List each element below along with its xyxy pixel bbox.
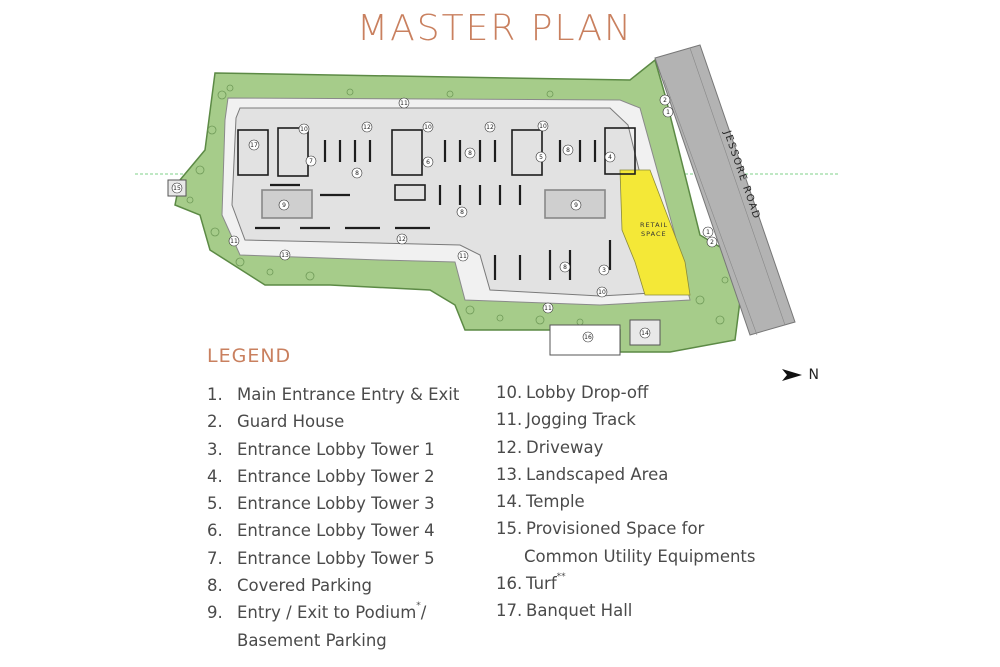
marker: 10 [422, 121, 434, 133]
legend-item: 8.Covered Parking [207, 576, 372, 596]
svg-text:12: 12 [363, 124, 371, 131]
page-title: MASTER PLAN [357, 8, 633, 49]
marker: 4 [604, 151, 616, 163]
svg-text:11: 11 [230, 238, 238, 245]
marker: 13 [279, 249, 291, 261]
marker: 16 [582, 331, 594, 343]
svg-text:11: 11 [400, 100, 408, 107]
marker: 9 [278, 199, 290, 211]
legend-item: 5.Entrance Lobby Tower 3 [207, 494, 435, 514]
retail-label: RETAIL [640, 221, 668, 229]
marker: 3 [598, 264, 610, 276]
legend-item: 13.Landscaped Area [496, 464, 669, 484]
marker: 11 [457, 250, 469, 262]
north-label: N [808, 367, 819, 383]
marker: 10 [596, 286, 608, 298]
legend-item: 4.Entrance Lobby Tower 2 [207, 466, 435, 486]
svg-text:5: 5 [539, 154, 543, 161]
svg-text:10: 10 [300, 126, 308, 133]
svg-text:17: 17 [250, 142, 258, 149]
svg-text:2: 2 [663, 97, 667, 104]
legend-item: 12.Driveway [496, 437, 604, 457]
marker: 8 [456, 206, 468, 218]
svg-text:9: 9 [574, 202, 578, 209]
marker: 12 [396, 233, 408, 245]
legend-item: 6.Entrance Lobby Tower 4 [207, 521, 435, 541]
legend-title: LEGEND [207, 345, 292, 367]
marker: 8 [562, 144, 574, 156]
marker: 8 [351, 167, 363, 179]
legend-item: 15.Provisioned Space for [496, 519, 705, 539]
svg-text:8: 8 [566, 147, 570, 154]
marker: 11 [542, 302, 554, 314]
marker: 15 [171, 182, 183, 194]
tree-texture [186, 84, 729, 326]
svg-text:6: 6 [426, 159, 430, 166]
marker: 6 [422, 156, 434, 168]
marker: 14 [639, 327, 651, 339]
svg-text:12: 12 [486, 124, 494, 131]
svg-text:1: 1 [706, 229, 710, 236]
north-arrow-icon [782, 369, 802, 381]
svg-text:11: 11 [544, 305, 552, 312]
retail-label: SPACE [641, 230, 667, 238]
marker: 2 [706, 236, 718, 248]
marker: 5 [535, 151, 547, 163]
legend-item: 16.Turf** [496, 572, 566, 594]
legend-item: 17.Banquet Hall [496, 601, 633, 621]
road-edges [663, 47, 786, 336]
marker: 12 [484, 121, 496, 133]
marker: 1 [702, 226, 714, 238]
svg-text:3: 3 [602, 267, 606, 274]
svg-text:15: 15 [173, 185, 181, 192]
svg-text:9: 9 [282, 202, 286, 209]
legend-item: 9.Entry / Exit to Podium*/ [207, 601, 427, 623]
legend-item: 10.Lobby Drop-off [496, 383, 649, 402]
legend-item: 7.Entrance Lobby Tower 5 [207, 548, 435, 568]
marker: 11 [228, 235, 240, 247]
marker: 8 [559, 261, 571, 273]
legend-item: 2.Guard House [207, 412, 345, 432]
svg-text:7: 7 [309, 158, 313, 165]
jessore-road [654, 44, 796, 336]
svg-text:14: 14 [641, 330, 649, 337]
legend-item: 14.Temple [496, 492, 585, 512]
svg-text:10: 10 [424, 124, 432, 131]
svg-text:2: 2 [710, 239, 714, 246]
legend-item: 3.Entrance Lobby Tower 1 [207, 439, 435, 459]
map-markers: 11 12 12 10 10 10 17 7 6 5 4 8 8 8 8 8 9… [171, 94, 718, 343]
legend-column-left: 1.Main Entrance Entry & Exit 2.Guard Hou… [207, 381, 459, 654]
retail-space [619, 169, 691, 296]
marker: 8 [464, 147, 476, 159]
svg-text:8: 8 [563, 264, 567, 271]
marker: 1 [662, 106, 674, 118]
marker: 9 [570, 199, 582, 211]
svg-text:13: 13 [281, 252, 289, 259]
legend-column-right: 10.Lobby Drop-off 11.Jogging Track 12.Dr… [496, 379, 756, 625]
parking-bays [255, 140, 612, 280]
svg-text:10: 10 [598, 289, 606, 296]
svg-text:1: 1 [666, 109, 670, 116]
svg-text:10: 10 [539, 123, 547, 130]
marker: 11 [398, 97, 410, 109]
marker: 12 [361, 121, 373, 133]
svg-text:11: 11 [459, 253, 467, 260]
svg-text:16: 16 [584, 334, 592, 341]
legend-item: 11.Jogging Track [496, 410, 636, 430]
svg-text:8: 8 [460, 209, 464, 216]
legend-item: 1.Main Entrance Entry & Exit [207, 385, 460, 404]
marker: 7 [305, 155, 317, 167]
marker: 10 [537, 120, 549, 132]
marker: 2 [659, 94, 671, 106]
marker: 10 [298, 123, 310, 135]
legend-item-continuation: Basement Parking [237, 630, 387, 650]
svg-text:4: 4 [608, 154, 612, 161]
legend-item-continuation: Common Utility Equipments [524, 546, 756, 566]
marker: 17 [248, 139, 260, 151]
svg-text:8: 8 [468, 150, 472, 157]
svg-text:8: 8 [355, 170, 359, 177]
svg-text:12: 12 [398, 236, 406, 243]
north-indicator: N [780, 367, 819, 383]
